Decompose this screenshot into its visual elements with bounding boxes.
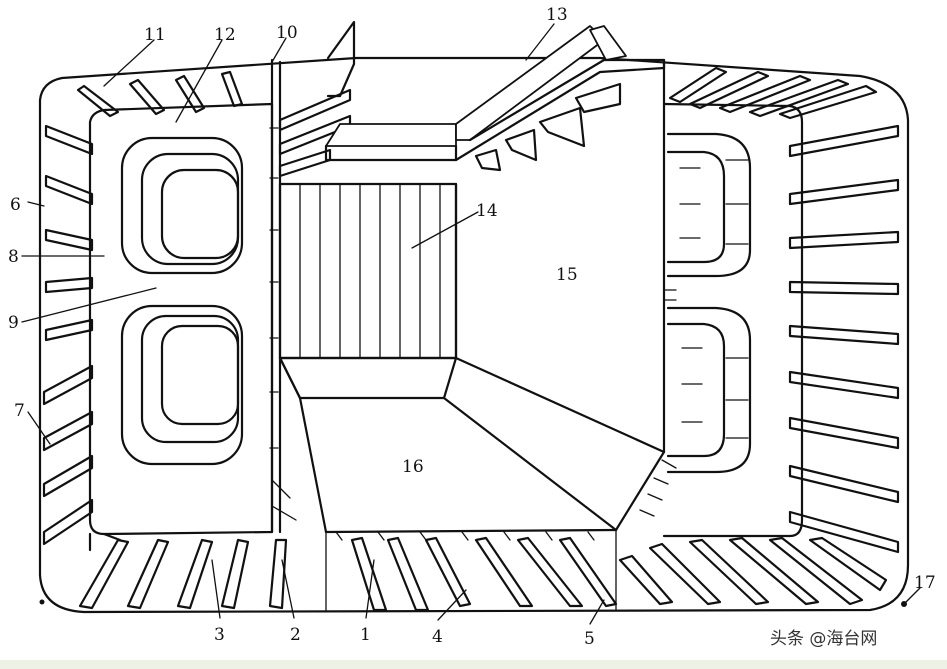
center-floor-stiffeners [335, 531, 595, 541]
bottom-longitudinals-center [350, 536, 618, 612]
callout-3: 3 [214, 625, 225, 645]
left-hatch-coaming [278, 20, 356, 178]
callout-leaders [21, 23, 921, 625]
bottom-longitudinals-left [78, 538, 288, 610]
left-side-longitudinals [42, 124, 94, 546]
left-longitudinal-bulkhead [269, 58, 297, 534]
callout-14: 14 [476, 201, 498, 221]
left-cutout-lower [120, 304, 244, 466]
callout-4: 4 [432, 627, 443, 647]
right-cutout-lower [666, 306, 752, 474]
hatch-top [324, 25, 666, 162]
outer-hull [38, 56, 910, 614]
right-cutout-upper [666, 132, 752, 278]
knuckle-dot-right [901, 601, 907, 607]
left-deck-longitudinals [76, 70, 244, 118]
right-hatch-stiffeners [474, 82, 622, 172]
bottom-strip [0, 660, 947, 669]
bottom-longitudinals-right [618, 536, 888, 606]
callout-9: 9 [8, 313, 19, 333]
right-deck-longitudinals [668, 66, 878, 120]
watermark-text: 头条 @海台网 [770, 629, 877, 649]
callout-13: 13 [546, 5, 568, 25]
callout-numbers: 1 2 3 4 5 6 7 8 9 10 11 12 13 14 15 16 1… [8, 5, 936, 649]
knuckle-dot-left [39, 599, 45, 605]
cargo-hold-back-wall [278, 182, 458, 360]
callout-1: 1 [360, 625, 371, 645]
callout-11: 11 [144, 25, 166, 45]
callout-16: 16 [402, 457, 424, 477]
callout-12: 12 [214, 25, 236, 45]
callout-17: 17 [914, 573, 936, 593]
callout-5: 5 [584, 629, 595, 649]
callout-2: 2 [290, 625, 301, 645]
callout-8: 8 [8, 247, 19, 267]
callout-10: 10 [276, 23, 298, 43]
right-longitudinal-bulkhead [454, 58, 677, 532]
callout-7: 7 [14, 401, 25, 421]
hold-floor-hopper [278, 356, 666, 611]
right-side-longitudinals [788, 124, 900, 554]
callout-6: 6 [10, 195, 21, 215]
left-cutout-upper [120, 136, 244, 275]
callout-15: 15 [556, 265, 578, 285]
